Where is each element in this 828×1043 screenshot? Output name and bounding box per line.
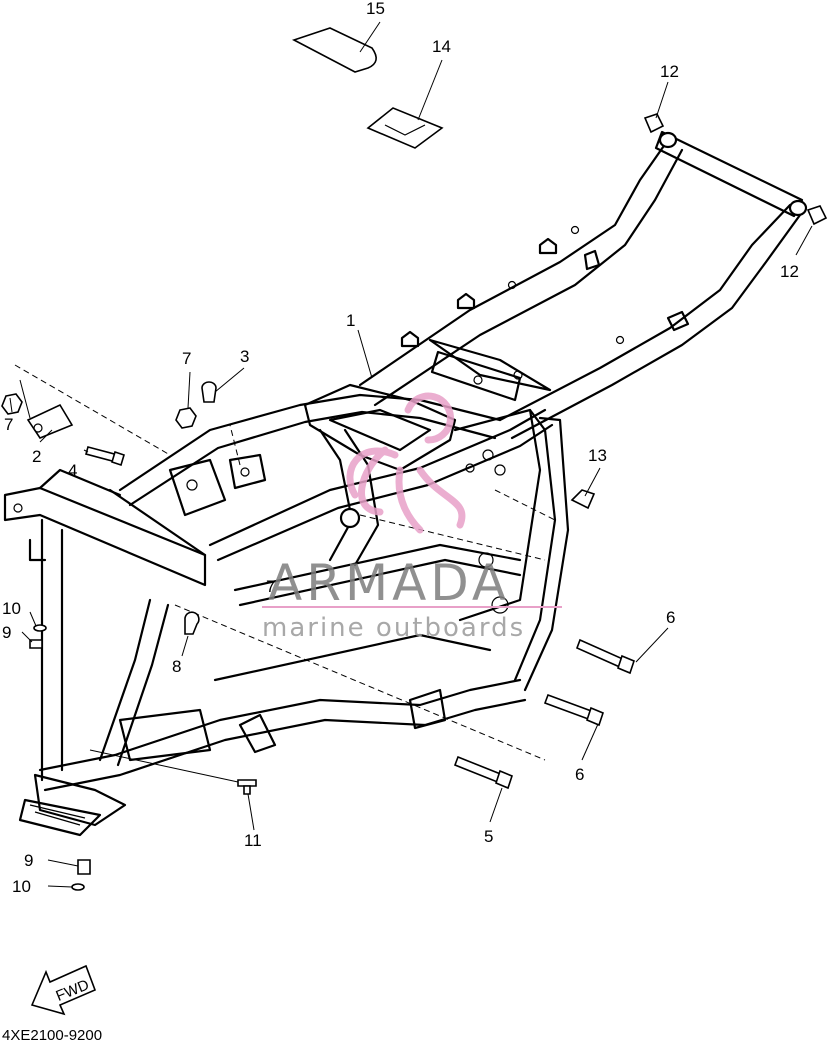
callout-4: 4 bbox=[68, 461, 77, 480]
part-clip-10-lower bbox=[71, 883, 85, 891]
part-nut-7-upper bbox=[175, 407, 197, 429]
callout-12-lower: 12 bbox=[780, 262, 799, 281]
callout-11: 11 bbox=[244, 831, 262, 850]
part-bolt-4 bbox=[85, 446, 125, 467]
leader-lines bbox=[9, 21, 813, 888]
part-bolt-5 bbox=[453, 755, 513, 790]
callout-9-upper: 9 bbox=[2, 623, 11, 642]
callout-7-mid: 7 bbox=[266, 577, 275, 596]
callout-9-lower: 9 bbox=[24, 851, 33, 870]
part-cap-12-right bbox=[806, 205, 828, 226]
callout-15: 15 bbox=[366, 0, 385, 18]
part-label-15 bbox=[291, 27, 377, 73]
callout-5: 5 bbox=[484, 827, 493, 846]
callout-12-upper: 12 bbox=[660, 62, 679, 81]
part-cap-12-left bbox=[643, 113, 665, 134]
callout-7-upper: 7 bbox=[182, 349, 191, 368]
callout-6-upper: 6 bbox=[666, 608, 675, 627]
watermark: ARMADA marine outboards bbox=[262, 392, 562, 643]
part-bolt-6-lower bbox=[543, 693, 604, 727]
part-bracket-2 bbox=[26, 403, 74, 439]
watermark-title: ARMADA bbox=[268, 554, 510, 612]
part-grommet-9-lower bbox=[77, 859, 91, 875]
octopus-logo bbox=[346, 392, 466, 534]
callout-2: 2 bbox=[32, 447, 41, 466]
part-bolt-6-upper bbox=[575, 638, 635, 675]
fwd-arrow: FWD bbox=[30, 964, 97, 1016]
callout-6-lower: 6 bbox=[575, 765, 584, 784]
callout-10-upper: 10 bbox=[2, 599, 21, 618]
part-clamp-13 bbox=[570, 489, 596, 510]
part-label-14 bbox=[366, 107, 444, 149]
callouts: 1 2 3 4 5 6 6 7 7 7 8 9 9 10 10 11 12 12… bbox=[2, 0, 799, 896]
part-collar-8 bbox=[184, 611, 200, 635]
callout-7-left: 7 bbox=[4, 415, 13, 434]
part-code: 4XE2100-9200 bbox=[2, 1027, 102, 1043]
part-nut-7-left bbox=[1, 393, 23, 415]
callout-10-lower: 10 bbox=[12, 877, 31, 896]
part-fitting-3 bbox=[201, 381, 217, 403]
callout-8: 8 bbox=[172, 657, 181, 676]
callout-3: 3 bbox=[240, 347, 249, 366]
frame-body bbox=[3, 130, 808, 837]
watermark-subtitle: marine outboards bbox=[262, 613, 525, 643]
part-grommet-9-upper bbox=[29, 639, 43, 649]
part-clip-10-upper bbox=[33, 624, 47, 632]
part-screw-11 bbox=[237, 779, 257, 795]
callout-1: 1 bbox=[346, 311, 355, 330]
callout-13: 13 bbox=[588, 446, 607, 465]
callout-14: 14 bbox=[432, 37, 451, 56]
